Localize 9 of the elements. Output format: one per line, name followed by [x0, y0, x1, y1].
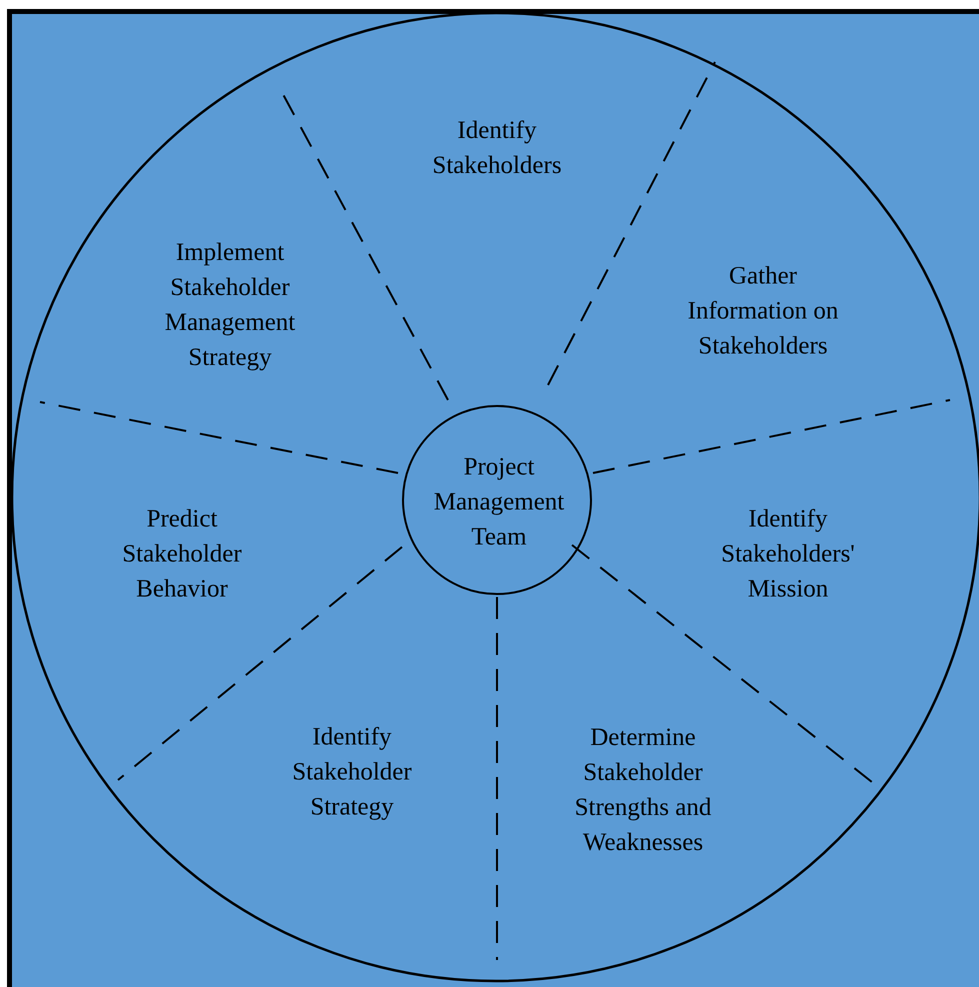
sector-label: Implement Stakeholder Management Strategy: [164, 238, 296, 373]
center-circle: [402, 405, 592, 595]
sector-label: Identify Stakeholders' Mission: [720, 504, 856, 604]
sector-label: Gather Information on Stakeholders: [686, 262, 840, 362]
center-label: Project Management Team: [432, 452, 566, 552]
sector-label: Identify Stakeholders: [431, 116, 563, 181]
sector-label: Identify Stakeholder Strategy: [291, 722, 413, 822]
sector-label: Determine Stakeholder Strengths and Weaknesses: [574, 723, 712, 858]
sector-label: Predict Stakeholder Behavior: [121, 504, 243, 604]
